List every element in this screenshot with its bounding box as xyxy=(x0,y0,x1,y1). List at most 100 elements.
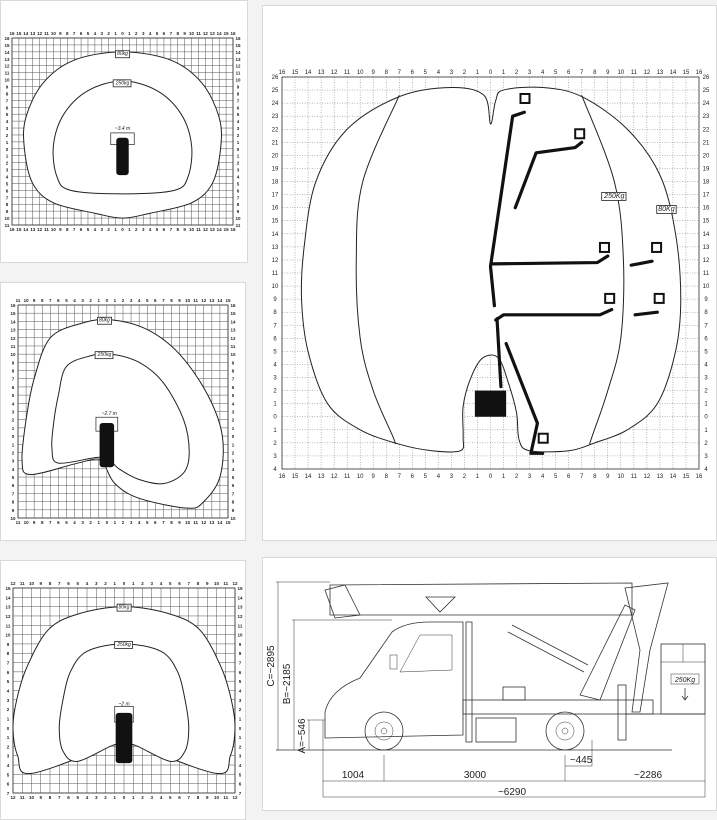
x-tick-label: 6 xyxy=(163,31,166,36)
x-tick-label: 2 xyxy=(122,298,125,303)
y-tick-label: 18 xyxy=(703,180,710,186)
y-tick-label: 0 xyxy=(232,434,235,439)
boom-position xyxy=(495,317,503,389)
x-tick-label: 11 xyxy=(16,298,21,303)
y-tick-label: 25 xyxy=(272,88,279,94)
y-tick-label: 1 xyxy=(12,426,15,431)
y-tick-label: 13 xyxy=(272,245,279,251)
y-tick-label: 12 xyxy=(703,258,710,264)
y-tick-label: 12 xyxy=(237,614,243,619)
y-tick-label: 7 xyxy=(7,661,10,666)
x-tick-label: 11 xyxy=(16,520,21,525)
y-tick-label: 3 xyxy=(704,376,708,382)
x-tick-label: 3 xyxy=(130,520,133,525)
basket-icon xyxy=(574,128,586,140)
x-tick-label: 10 xyxy=(189,227,195,232)
y-tick-label: 3 xyxy=(237,126,240,131)
y-tick-label: 2 xyxy=(237,133,240,138)
y-tick-label: 14 xyxy=(10,319,16,324)
load-label-box xyxy=(94,351,114,360)
y-tick-label: 4 xyxy=(273,362,277,368)
x-tick-label: 5 xyxy=(169,795,172,800)
x-tick-label: 11 xyxy=(20,581,25,586)
x-tick-label: 2 xyxy=(463,70,467,76)
y-tick-label: 8 xyxy=(273,310,277,316)
x-tick-label: 5 xyxy=(554,70,558,76)
x-tick-label: 0 xyxy=(489,70,493,76)
y-tick-label: 2 xyxy=(239,744,242,749)
dimension-wheelbase: 3000 xyxy=(464,770,487,781)
x-tick-label: 5 xyxy=(76,581,79,586)
y-tick-label: 6 xyxy=(12,385,15,390)
x-tick-label: 4 xyxy=(541,474,545,480)
y-tick-label: 6 xyxy=(7,782,10,787)
y-tick-label: 1 xyxy=(6,154,9,159)
y-tick-label: 4 xyxy=(7,763,10,768)
x-tick-label: 10 xyxy=(24,298,30,303)
tank xyxy=(475,717,517,743)
x-tick-label: 5 xyxy=(146,520,149,525)
y-tick-label: 24 xyxy=(272,101,279,107)
y-tick-label: 14 xyxy=(272,232,279,238)
y-tick-label: 8 xyxy=(6,91,9,96)
boom-position xyxy=(491,254,610,266)
y-tick-label: 6 xyxy=(704,336,708,342)
load-label-box xyxy=(601,192,627,201)
x-tick-label: 2 xyxy=(104,581,107,586)
y-tick-label: 2 xyxy=(239,707,242,712)
load-label-80kg: 80kg xyxy=(99,318,110,324)
y-tick-label: 7 xyxy=(704,323,708,329)
y-tick-label: 0 xyxy=(6,147,9,152)
y-tick-label: 1 xyxy=(232,442,235,447)
x-tick-label: 10 xyxy=(357,474,364,480)
y-tick-label: 15 xyxy=(237,586,243,591)
envelope-250kg xyxy=(51,353,190,485)
x-tick-label: 2 xyxy=(89,520,92,525)
y-tick-label: 16 xyxy=(4,36,10,41)
y-tick-label: 3 xyxy=(239,754,242,759)
x-tick-label: 13 xyxy=(318,474,325,480)
x-tick-label: 3 xyxy=(101,31,104,36)
x-tick-label: 4 xyxy=(138,298,141,303)
y-tick-label: 8 xyxy=(237,91,240,96)
y-tick-label: 12 xyxy=(4,64,10,69)
y-tick-label: 5 xyxy=(12,393,15,398)
x-tick-label: 13 xyxy=(210,31,216,36)
x-tick-label: 14 xyxy=(217,31,223,36)
x-tick-label: 4 xyxy=(149,31,152,36)
x-tick-label: 3 xyxy=(142,227,145,232)
boom-position xyxy=(494,307,614,322)
x-tick-label: 5 xyxy=(87,31,90,36)
x-tick-label: 7 xyxy=(58,795,61,800)
x-tick-label: 6 xyxy=(567,70,571,76)
y-tick-label: 4 xyxy=(232,401,235,406)
y-tick-label: 13 xyxy=(10,328,16,333)
y-tick-label: 25 xyxy=(703,88,710,94)
outrigger-width-label: ~3.4 m xyxy=(115,126,130,132)
dimension-total-length: ~6290 xyxy=(498,787,527,798)
x-tick-label: 9 xyxy=(178,520,181,525)
x-tick-label: 12 xyxy=(331,474,338,480)
y-tick-label: 8 xyxy=(7,651,10,656)
y-tick-label: 7 xyxy=(237,195,240,200)
x-tick-label: 11 xyxy=(193,520,198,525)
y-tick-label: 2 xyxy=(273,389,277,395)
x-tick-label: 13 xyxy=(657,474,664,480)
x-tick-label: 1 xyxy=(502,474,506,480)
x-tick-label: 16 xyxy=(230,31,236,36)
y-tick-label: 6 xyxy=(232,483,235,488)
x-tick-label: 3 xyxy=(142,31,145,36)
load-label-box xyxy=(97,316,112,325)
x-tick-label: 6 xyxy=(80,227,83,232)
y-tick-label: 8 xyxy=(12,369,15,374)
y-tick-label: 21 xyxy=(703,140,710,146)
y-tick-label: 8 xyxy=(232,500,235,505)
x-tick-label: 3 xyxy=(528,70,532,76)
x-tick-label: 10 xyxy=(185,298,191,303)
x-tick-label: 15 xyxy=(683,70,690,76)
y-tick-label: 1 xyxy=(273,402,277,408)
x-tick-label: 5 xyxy=(156,227,159,232)
dimension-A: A=~546 xyxy=(297,718,308,753)
y-tick-label: 8 xyxy=(6,202,9,207)
